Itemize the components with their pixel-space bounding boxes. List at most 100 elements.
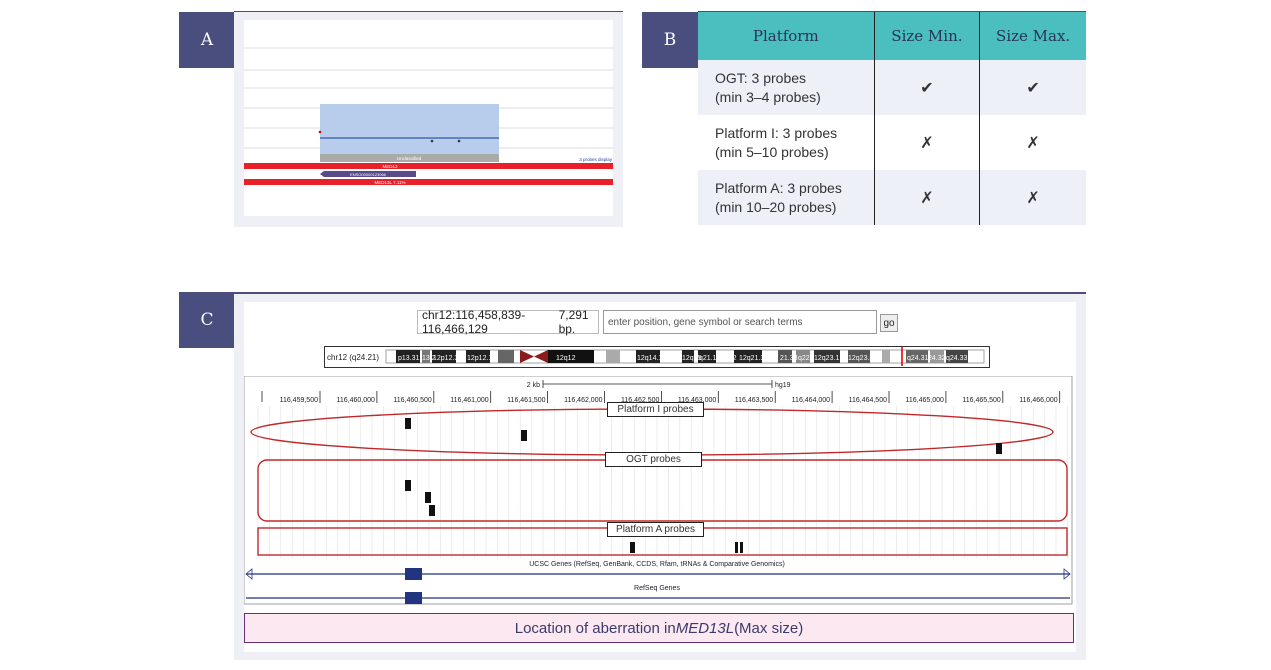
platform-i-probe	[405, 418, 411, 429]
platform-a-probe	[740, 542, 743, 553]
size-max-cross-icon: ✗	[979, 170, 1086, 225]
centromere-left	[520, 350, 534, 363]
svg-text:12q14.1: 12q14.1	[637, 355, 662, 362]
platform-a-probe	[630, 542, 635, 553]
size-min-cross-icon: ✗	[873, 115, 980, 170]
panel-a-gene-label-1: MED13	[382, 164, 398, 169]
panel-label-a: A	[179, 12, 235, 68]
panel-c-topline	[234, 292, 1086, 294]
panel-a-probe-dot	[457, 139, 461, 143]
svg-text:p13.31: p13.31	[398, 355, 420, 362]
panel-a-probe-dot	[430, 139, 434, 143]
svg-text:q21.2: q21.2	[719, 355, 737, 362]
platform-cell: Platform A: 3 probes(min 10–20 probes)	[698, 170, 875, 225]
ruler-ticks: 116,459,500 116,460,000 116,460,500 116,461…	[280, 391, 1061, 404]
ogt-probe	[405, 480, 411, 491]
svg-text:12q23.1: 12q23.1	[814, 355, 839, 362]
refseq-gene-exon	[405, 592, 422, 604]
svg-text:24.32: 24.32	[928, 355, 946, 362]
chromosome-ideogram: chr12 (q24.21)	[324, 346, 990, 368]
platform-a-track-label: Platform A probes	[607, 522, 704, 537]
header-size-min: Size Min.	[873, 12, 980, 60]
arrow-right-icon	[1063, 568, 1071, 580]
panel-label-b: B	[642, 12, 698, 68]
svg-text:21.33: 21.33	[780, 355, 798, 362]
ucsc-genes-label: UCSC Genes (RefSeq, GenBank, CCDS, Rfam,…	[529, 561, 785, 568]
position-display: chr12:116,458,839-116,466,129 7,291 bp.	[417, 308, 599, 336]
ruler-tick-label: 116,464,000	[792, 397, 831, 404]
svg-text:q24.31: q24.31	[907, 355, 929, 362]
ruler-tick-label: 116,465,000	[905, 397, 944, 404]
svg-text:q21.1: q21.1	[699, 355, 717, 362]
panel-a-probes-display: 3 probes display	[579, 157, 613, 162]
platform-a-probe	[735, 542, 738, 553]
assembly-label: hg19	[775, 382, 791, 389]
panel-a-gene-bar-2	[320, 171, 416, 177]
ruler-tick-label: 116,466,000	[1019, 397, 1058, 404]
svg-text:q24.33: q24.33	[946, 355, 968, 362]
svg-text:12p12.3: 12p12.3	[433, 355, 458, 362]
scale-label: 2 kb	[527, 382, 540, 389]
ucsc-gene-exon	[405, 568, 422, 580]
panel-a-gene-label-3: MED13L 7.11%	[374, 180, 405, 185]
size-min-cross-icon: ✗	[873, 170, 980, 225]
ideogram-band-labels: p13.31 13.2 12p12.3 12p12.1 12q12 12q14.…	[398, 355, 968, 362]
svg-text:12q23.3: 12q23.3	[848, 355, 873, 362]
svg-text:12q15: 12q15	[682, 355, 702, 362]
platform-i-probe	[521, 430, 527, 441]
panel-a-gene-bar-3	[244, 179, 613, 185]
ruler-tick-label: 116,462,500	[621, 397, 660, 404]
panel-a-gene-label-2: ENSG00000123066	[350, 172, 387, 177]
platform-i-probe	[996, 443, 1002, 454]
ruler-tick-label: 116,464,500	[849, 397, 888, 404]
search-input[interactable]: enter position, gene symbol or search te…	[603, 310, 877, 334]
ogt-probe	[429, 505, 435, 516]
panel-c-genome-browser: chr12:116,458,839-116,466,129 7,291 bp. …	[234, 294, 1086, 660]
panel-a-probe-dot	[318, 130, 322, 134]
svg-text:12q12: 12q12	[556, 355, 576, 362]
browser-window: chr12:116,458,839-116,466,129 7,291 bp. …	[244, 302, 1076, 652]
ogt-probe	[425, 492, 431, 503]
panel-label-c: C	[179, 292, 235, 348]
size-max-check-icon: ✔	[979, 60, 1086, 115]
header-size-max: Size Max.	[979, 12, 1086, 60]
ideogram-bands	[385, 347, 985, 366]
go-button[interactable]: go	[880, 314, 898, 332]
ideogram-chrom-label: chr12 (q24.21)	[327, 353, 379, 362]
arrow-left-icon	[245, 568, 253, 580]
svg-text:13.2: 13.2	[422, 355, 436, 362]
ruler-tick-label: 116,461,000	[450, 397, 489, 404]
ogt-track-label: OGT probes	[605, 452, 702, 467]
ruler-tick-label: 116,459,500	[280, 397, 319, 404]
platform-cell: OGT: 3 probes(min 3–4 probes)	[698, 60, 875, 115]
table-header-row: Platform Size Min. Size Max.	[698, 12, 1086, 60]
table-row: Platform A: 3 probes(min 10–20 probes) ✗…	[698, 170, 1086, 225]
ruler-tick-label: 116,463,000	[678, 397, 717, 404]
size-min-check-icon: ✔	[873, 60, 980, 115]
panel-a-track-label: Unclassified	[397, 156, 422, 161]
panel-a-track-bar	[320, 154, 499, 162]
platform-cell: Platform I: 3 probes(min 5–10 probes)	[698, 115, 875, 170]
svg-text:12q21.31: 12q21.31	[739, 355, 768, 362]
ruler-tick-label: 116,460,500	[393, 397, 432, 404]
centromere-right	[534, 350, 548, 363]
ruler-tick-label: 116,462,000	[564, 397, 603, 404]
track-gridlines	[257, 406, 1068, 558]
size-max-cross-icon: ✗	[979, 115, 1086, 170]
svg-text:q22: q22	[798, 355, 810, 362]
band-p13-31	[396, 350, 420, 363]
ruler-tick-label: 116,461,500	[507, 397, 546, 404]
panel-a-gene-bar-1	[244, 163, 613, 169]
refseq-genes-label: RefSeq Genes	[634, 585, 680, 592]
ruler-tick-label: 116,463,500	[735, 397, 774, 404]
panel-a-selection-region	[320, 104, 499, 154]
panel-a-viewer: Unclassified 3 probes display MED13 ENSG…	[244, 20, 613, 216]
header-platform: Platform	[698, 12, 875, 60]
panel-a-genome-view: Unclassified 3 probes display MED13 ENSG…	[244, 20, 613, 185]
platform-comparison-table: Platform Size Min. Size Max. OGT: 3 prob…	[698, 12, 1086, 225]
panel-a-header-area	[244, 20, 613, 48]
svg-text:12p12.1: 12p12.1	[467, 355, 492, 362]
aberration-caption: Location of aberration in MED13L (Max si…	[244, 613, 1074, 643]
ruler-tick-label: 116,460,000	[336, 397, 375, 404]
table-row: OGT: 3 probes(min 3–4 probes) ✔ ✔	[698, 60, 1086, 115]
